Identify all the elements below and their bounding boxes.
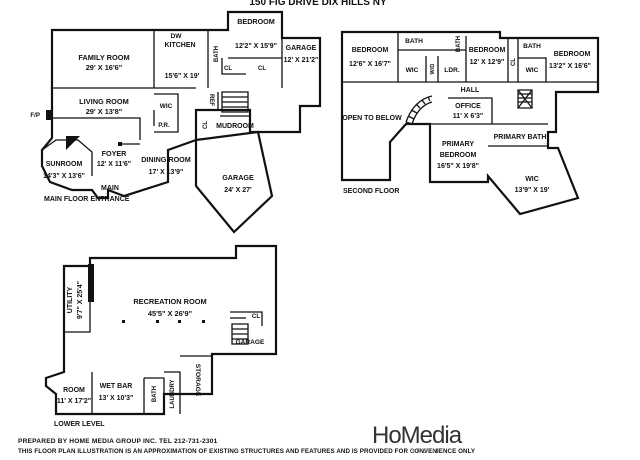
main-entrance-label-2: ENTRANCE (91, 196, 130, 203)
fireplace-wedge (66, 136, 80, 150)
prepared-by-text: PREPARED BY HOME MEDIA GROUP INC. TEL 21… (18, 438, 218, 445)
second-wd-label: W/D (430, 64, 436, 75)
lower-recreation-room-label: RECREATION ROOM (133, 297, 206, 306)
address-header: 150 FIG DRIVE DIX HILLS NY (249, 0, 387, 8)
main-wic-label: WIC (160, 103, 173, 110)
lower-cl-label: CL (252, 313, 260, 320)
main-stairs (153, 91, 249, 126)
main-garage-small-label: GARAGE (286, 45, 317, 52)
main-garage-large-label: GARAGE (222, 173, 254, 182)
homedia-logo: HoMedia GROUP (372, 422, 462, 458)
second-bath-2-label: BATH (456, 36, 462, 52)
main-pr-label: P.R. (158, 122, 170, 129)
lower-storage-label: STORAGE (194, 364, 201, 397)
disclaimer-text: THIS FLOOR PLAN ILLUSTRATION IS AN APPRO… (18, 448, 476, 455)
main-dining-room-label: DINING ROOM (141, 155, 191, 164)
lower-level-title: LOWER LEVEL (54, 421, 105, 428)
main-garage-large-dims: 24' X 27' (224, 187, 252, 194)
lower-room-label: ROOM (63, 387, 85, 394)
lower-wet-bar-label: WET BAR (100, 383, 133, 390)
second-wic-3-dims: 13'9" X 19' (515, 187, 550, 194)
main-bedroom-dims: 12'2" X 15'9" (235, 43, 277, 50)
lower-level-plan: UTILITY 9'7" X 25'4" RECREATION ROOM 45'… (44, 244, 278, 428)
second-curved-stairs (405, 95, 433, 125)
main-foyer-dims: 12' X 11'6" (97, 161, 131, 168)
main-family-room-label: FAMILY ROOM (78, 53, 129, 62)
main-living-room-dims: 29' X 13'8" (86, 107, 123, 116)
lower-utility-label: UTILITY (67, 286, 74, 313)
second-bedroom-3-label: BEDROOM (554, 51, 591, 58)
second-office-dims: 11' X 6'3" (453, 113, 483, 120)
second-office-label: OFFICE (455, 103, 481, 110)
main-sunroom-label: SUNROOM (46, 161, 83, 168)
second-wic-1-label: WIC (406, 67, 419, 74)
main-entrance-label-1: MAIN (101, 185, 119, 192)
main-dw-label: DW (171, 33, 183, 40)
main-bath-label: BATH (214, 46, 220, 62)
lower-utility-dims: 9'7" X 25'4" (77, 281, 84, 319)
utility-column (88, 264, 94, 302)
second-straight-stairs (517, 89, 533, 109)
second-open-to-below-label: OPEN TO BELOW (342, 115, 402, 122)
lower-room-dims: 11' X 17'2" (57, 398, 91, 405)
second-wic-2-label: WIC (526, 67, 539, 74)
lower-bath-label: BATH (152, 386, 158, 402)
main-cl-a-label: CL (224, 66, 232, 72)
main-ref-label: REF (208, 94, 214, 106)
second-primary-bedroom-label-1: PRIMARY (442, 141, 474, 148)
main-kitchen-dims: 15'6" X 19' (165, 73, 200, 80)
second-cl-1-label: CL (511, 58, 517, 66)
main-fp-label: F/P (30, 112, 40, 119)
second-primary-bedroom-dims: 16'5" X 19'8" (437, 163, 479, 170)
second-bedroom-2-dims: 12' X 12'9" (470, 59, 505, 66)
main-kitchen-label: KITCHEN (164, 42, 195, 49)
main-floor-title: MAIN FLOOR (44, 196, 88, 203)
main-bedroom-label: BEDROOM (237, 17, 275, 26)
main-cl-b-label: CL (258, 66, 266, 72)
second-bedroom-2-label: BEDROOM (469, 47, 506, 54)
lower-garage-label: GARAGE (236, 339, 266, 346)
logo-wordmark: HoMedia (372, 422, 462, 449)
second-bedroom-1-label: BEDROOM (352, 47, 389, 54)
second-bedroom-3-dims: 13'2" X 16'6" (549, 63, 591, 70)
main-dining-room-dims: 17' X 13'9" (149, 169, 184, 176)
second-floor-plan: BEDROOM 12'6" X 16'7" BATH WIC W/D LDR. … (340, 30, 600, 216)
second-bath-1-label: BATH (405, 38, 423, 45)
second-floor-title: SECOND FLOOR (343, 188, 399, 195)
main-cl-c-label: CL (203, 121, 209, 129)
second-primary-bath-label: PRIMARY BATH (494, 134, 547, 141)
second-primary-bedroom-label-2: BEDROOM (440, 152, 477, 159)
main-sunroom-dims: 14'3" X 13'6" (43, 173, 85, 180)
lower-recreation-room-dims: 45'5" X 26'9" (148, 309, 193, 318)
second-ldr-label: LDR. (444, 67, 460, 74)
main-family-room-dims: 29' X 16'6" (86, 63, 123, 72)
lower-stairs (231, 323, 249, 345)
second-hall-label: HALL (461, 87, 480, 94)
second-wic-3-label: WIC (525, 176, 539, 183)
main-garage-small-dims: 12' X 21'2" (284, 57, 319, 64)
lower-wet-bar-dims: 13' X 10'3" (99, 395, 134, 402)
main-mudroom-label: MUDROOM (216, 123, 254, 130)
logo-subtext: GROUP (410, 449, 443, 455)
main-living-room-label: LIVING ROOM (79, 97, 129, 106)
lower-laundry-label: LAUNDRY (170, 379, 176, 408)
fireplace-mark (46, 110, 52, 120)
second-bedroom-1-dims: 12'6" X 16'7" (349, 61, 391, 68)
main-floor-plan: FAMILY ROOM 29' X 16'6" DW KITCHEN 15'6"… (30, 10, 322, 234)
main-foyer-label: FOYER (102, 149, 128, 158)
second-bath-3-label: BATH (523, 43, 541, 50)
